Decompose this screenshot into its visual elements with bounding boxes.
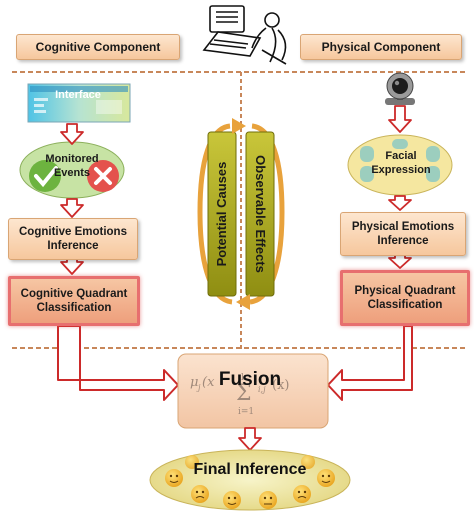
facial-expression-label: Facial Expression xyxy=(371,150,431,176)
svg-text:i,j: i,j xyxy=(258,385,266,394)
smiley-face-icon xyxy=(223,491,241,509)
potential-causes-bar xyxy=(207,131,237,297)
svg-text:μ: μ xyxy=(190,375,198,390)
fusion-label: Fusion xyxy=(218,369,282,391)
computer-user-icon xyxy=(202,5,287,65)
final-inference-label: Final Inference xyxy=(193,461,307,478)
right-flow-arrows xyxy=(388,105,412,269)
observable-effects-label: Observable Effects xyxy=(253,155,269,273)
monitored-events-label: Monitored Events xyxy=(45,153,99,179)
svg-text:l: l xyxy=(241,373,244,383)
physical-component-label: Physical Component xyxy=(300,34,462,60)
smiley-face-icon xyxy=(185,455,315,469)
interface-image xyxy=(27,83,131,123)
svg-text:j: j xyxy=(196,383,201,392)
potential-causes-label: Potential Causes xyxy=(213,161,229,267)
physical-emotions-box: Physical Emotions Inference xyxy=(340,212,466,256)
right-fusion-arrow xyxy=(327,325,413,401)
observable-effects-bar xyxy=(245,131,275,297)
cognitive-component-label: Cognitive Component xyxy=(16,34,180,60)
fusion-formula: μ j (x l Σ i=1 i,j (x) xyxy=(190,373,289,417)
svg-text:(x): (x) xyxy=(272,378,289,393)
face-grid-icon xyxy=(360,139,440,182)
smiley-face-icon xyxy=(191,485,209,503)
smiley-face-icon xyxy=(317,469,335,487)
monitored-events-shape xyxy=(19,141,125,199)
smiley-face-icon xyxy=(165,469,183,487)
left-fusion-arrow xyxy=(57,325,179,401)
interface-label: Interface xyxy=(55,89,101,102)
fusion-to-final-arrow xyxy=(238,427,262,451)
facial-expression-shape xyxy=(347,134,453,196)
smiley-face-icon xyxy=(293,485,311,503)
svg-text:Σ: Σ xyxy=(236,381,252,406)
webcam-icon xyxy=(385,72,415,105)
physical-quadrant-box: Physical Quadrant Classification xyxy=(340,270,470,326)
cross-icon xyxy=(87,160,119,192)
svg-text:i=1: i=1 xyxy=(238,407,254,417)
svg-text:(x: (x xyxy=(202,375,215,390)
cognitive-quadrant-box: Cognitive Quadrant Classification xyxy=(8,276,140,326)
cognitive-emotions-box: Cognitive Emotions Inference xyxy=(8,218,138,260)
check-icon xyxy=(29,160,61,192)
cause-effect-cycle xyxy=(197,118,285,310)
smiley-face-icon xyxy=(259,491,277,509)
